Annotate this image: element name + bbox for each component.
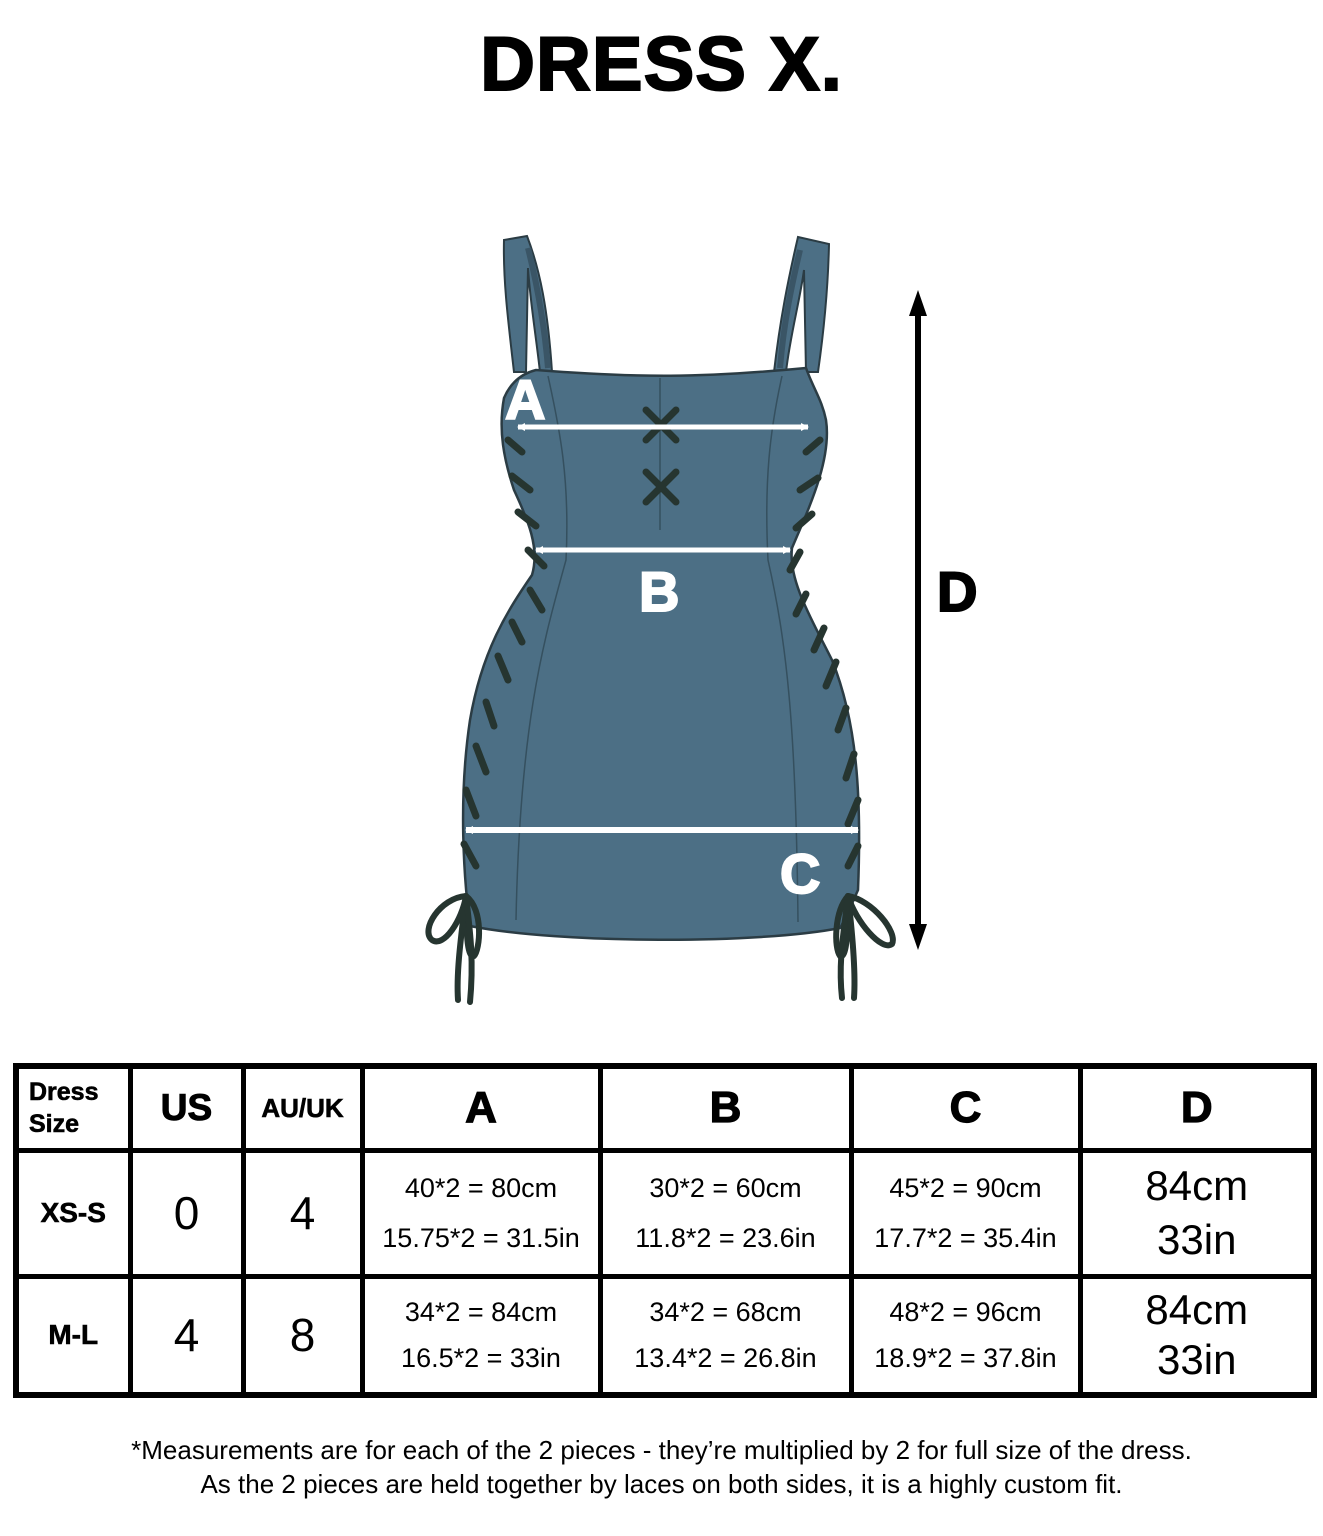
cell-b: 30*2 = 60cm 11.8*2 = 23.6in [597,1147,854,1279]
cell-size: XS-S [13,1147,133,1279]
label-a: A [504,368,546,431]
cell-size: M-L [13,1273,133,1398]
dress-diagram: A B C D [425,234,978,1005]
cell-us: 0 [127,1147,246,1279]
measurement-footnote: *Measurements are for each of the 2 piec… [0,1433,1323,1501]
header-au-uk: AU/UK [240,1063,365,1153]
label-b: B [638,560,680,623]
cell-c: 48*2 = 96cm 18.9*2 = 37.8in [848,1273,1083,1398]
strap-right [772,235,831,373]
table-row: M-L 4 8 34*2 = 84cm 16.5*2 = 33in 34*2 =… [13,1273,1317,1398]
label-c: C [779,842,821,905]
cell-b: 34*2 = 68cm 13.4*2 = 26.8in [597,1273,854,1398]
dress-body [461,366,861,941]
header-d: D [1077,1063,1317,1153]
strap-left [502,234,554,373]
header-a: A [359,1063,603,1153]
page-title: DRESS X. [479,21,843,108]
side-laces-right [786,436,862,870]
dress-illustration [425,234,927,1005]
seam-right [766,375,799,923]
cell-a: 34*2 = 84cm 16.5*2 = 33in [359,1273,603,1398]
footnote-line-1: *Measurements are for each of the 2 piec… [131,1435,1192,1465]
measure-d-arrow [909,290,927,950]
table-row: XS-S 0 4 40*2 = 80cm 15.75*2 = 31.5in 30… [13,1147,1317,1279]
size-chart-table: Dress Size US AU/UK A B C D XS-S 0 4 40*… [13,1063,1317,1398]
header-c: C [848,1063,1083,1153]
header-dress-size: Dress Size [13,1063,133,1153]
cell-c: 45*2 = 90cm 17.7*2 = 35.4in [848,1147,1083,1279]
cell-au-uk: 4 [240,1147,365,1279]
cell-au-uk: 8 [240,1273,365,1398]
table-header-row: Dress Size US AU/UK A B C D [13,1063,1317,1153]
label-d: D [936,560,978,623]
header-us: US [127,1063,246,1153]
header-b: B [597,1063,854,1153]
seam-left [515,375,568,921]
footnote-line-2: As the 2 pieces are held together by lac… [200,1469,1123,1499]
cell-d: 84cm 33in [1077,1273,1317,1398]
bow-right [833,893,896,1001]
cell-us: 4 [127,1273,246,1398]
cell-a: 40*2 = 80cm 15.75*2 = 31.5in [359,1147,603,1279]
cell-d: 84cm 33in [1077,1147,1317,1279]
side-laces-left [460,436,548,870]
bow-left [425,893,483,1005]
